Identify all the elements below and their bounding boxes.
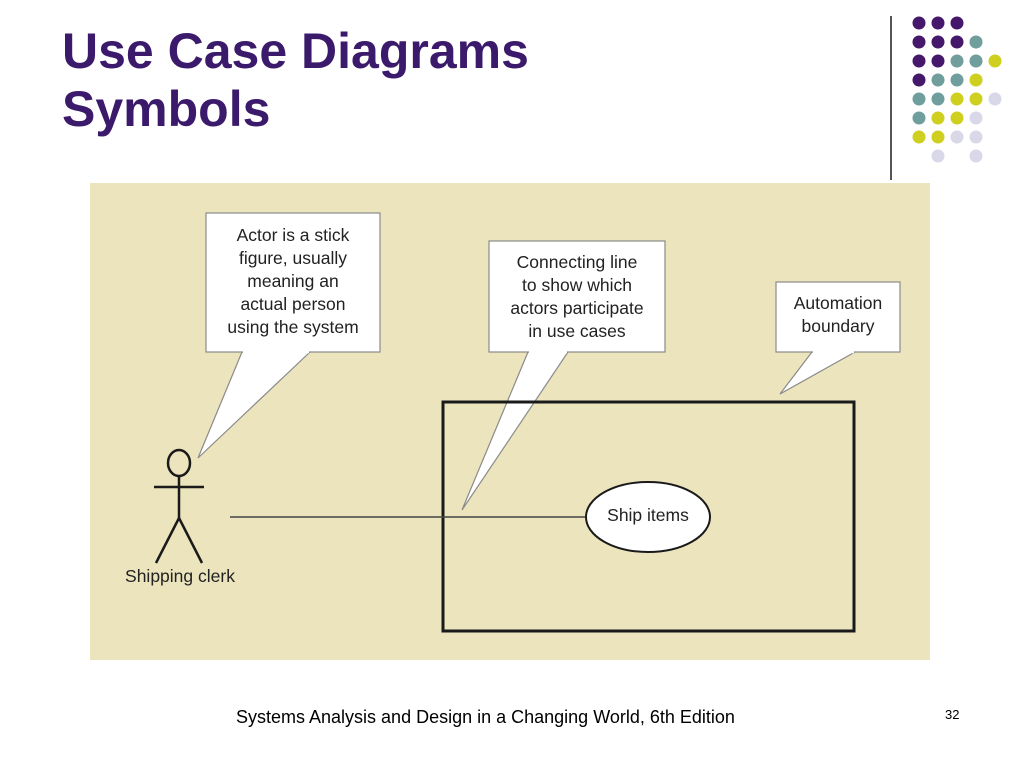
actor-callout-line-1: Actor is a stick xyxy=(236,225,350,245)
dot xyxy=(912,111,926,125)
dot xyxy=(931,149,945,163)
dot xyxy=(950,130,964,144)
dot xyxy=(912,35,926,49)
dot xyxy=(969,92,983,106)
page-number: 32 xyxy=(945,707,960,722)
dot xyxy=(931,54,945,68)
boundary-callout-line-2: boundary xyxy=(801,316,875,336)
dot xyxy=(969,54,983,68)
dot xyxy=(969,111,983,125)
dot xyxy=(950,16,964,30)
dot xyxy=(950,73,964,87)
actor-callout-line-3: meaning an xyxy=(247,271,339,291)
actor-label: Shipping clerk xyxy=(125,566,235,586)
decorative-dot-grid xyxy=(912,16,1002,163)
actor-callout-line-2: figure, usually xyxy=(239,248,347,268)
slide-title-line-1: Use Case Diagrams xyxy=(62,23,529,79)
boundary-callout-line-1: Automation xyxy=(793,293,883,313)
connector-callout-line-2: to show which xyxy=(522,275,632,295)
dot xyxy=(969,130,983,144)
use-case-ellipse xyxy=(585,481,711,553)
connector-callout-line-1: Connecting line xyxy=(516,252,638,272)
dot xyxy=(912,16,926,30)
actor-callout-line-4: actual person xyxy=(240,294,346,314)
title-divider xyxy=(890,16,892,180)
connector-callout-text: Connecting line to show which actors par… xyxy=(489,251,665,343)
dot xyxy=(950,35,964,49)
boundary-callout-text: Automation boundary xyxy=(776,292,900,338)
dot xyxy=(931,92,945,106)
actor-stick-figure xyxy=(154,448,204,564)
dot xyxy=(931,16,945,30)
dot xyxy=(931,35,945,49)
slide-title-line-2: Symbols xyxy=(62,81,271,137)
dot xyxy=(950,111,964,125)
dot xyxy=(969,35,983,49)
dot xyxy=(931,111,945,125)
actor-callout-text: Actor is a stick figure, usually meaning… xyxy=(206,224,380,339)
boundary-callout-box xyxy=(775,281,901,353)
slide-footer: Systems Analysis and Design in a Changin… xyxy=(236,707,735,727)
dot xyxy=(969,73,983,87)
dot xyxy=(988,92,1002,106)
use-case-label: Ship items xyxy=(607,505,689,525)
dot xyxy=(912,92,926,106)
dot xyxy=(931,130,945,144)
dot xyxy=(988,54,1002,68)
dot xyxy=(950,54,964,68)
connector-callout-line-3: actors participate xyxy=(510,298,644,318)
dot xyxy=(912,130,926,144)
dot xyxy=(912,73,926,87)
dot xyxy=(912,54,926,68)
connector-callout-box xyxy=(488,240,666,353)
dot xyxy=(931,73,945,87)
dot xyxy=(950,92,964,106)
connector-callout-line-4: in use cases xyxy=(528,321,626,341)
actor-right-leg xyxy=(177,517,204,564)
slide-title: Use Case Diagrams Symbols xyxy=(62,22,529,138)
actor-callout-line-5: using the system xyxy=(227,317,359,337)
actor-left-leg xyxy=(154,517,181,564)
actor-callout-box xyxy=(205,212,381,353)
dot xyxy=(969,149,983,163)
